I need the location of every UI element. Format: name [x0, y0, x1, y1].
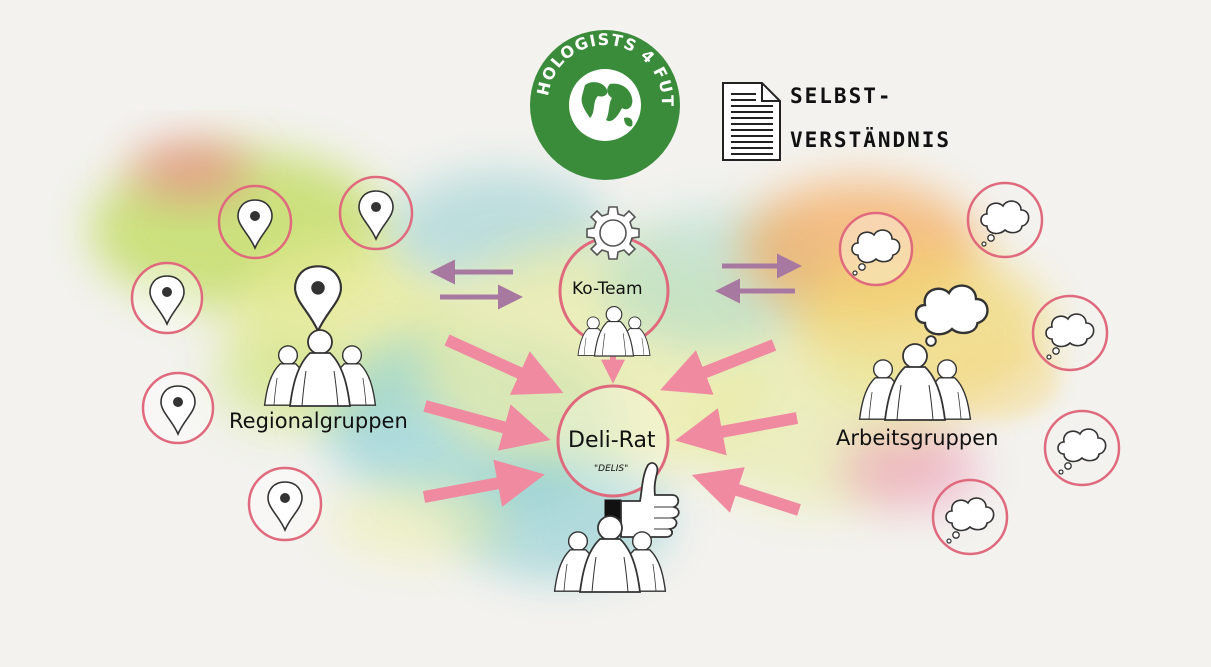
delirat-node — [555, 384, 680, 592]
arrow-regional-2 — [423, 400, 551, 451]
arbeit-thoughts — [838, 181, 1121, 556]
pin-circle-5 — [247, 466, 323, 542]
gear-icon — [586, 206, 640, 260]
pin-circle-2 — [338, 175, 414, 251]
pin-circle-1 — [217, 184, 293, 260]
selbstverstaendnis-line1: SELBST- — [790, 84, 893, 108]
document-icon — [722, 82, 781, 161]
delirat-label: Deli-Rat — [568, 428, 656, 453]
thought-circle-5 — [931, 478, 1009, 556]
koteam-label: Ko-Team — [572, 279, 643, 299]
arrow-arbeit-3 — [691, 467, 801, 516]
arrow-arbeit-2 — [675, 408, 799, 456]
thought-circle-2 — [966, 181, 1044, 259]
thought-circle-3 — [1031, 294, 1109, 372]
delis-label: "DELIS" — [594, 464, 629, 474]
arrow-regional-3 — [422, 459, 545, 507]
pin-circle-4 — [141, 371, 215, 445]
pin-circle-3 — [130, 261, 204, 335]
arrow-arbeit-1 — [660, 339, 777, 395]
connector-arrows — [422, 253, 802, 516]
delirat-ring — [556, 384, 670, 498]
regional-pins — [130, 175, 414, 542]
arrow-regional-1 — [444, 334, 564, 395]
regional-label: Regionalgruppen — [229, 409, 408, 433]
arbeit-label: Arbeitsgruppen — [836, 426, 999, 450]
thought-circle-1 — [838, 211, 914, 287]
selbstverstaendnis-line2: VERSTÄNDNIS — [790, 128, 952, 152]
koteam-node — [558, 206, 670, 356]
thought-circle-4 — [1043, 409, 1121, 487]
